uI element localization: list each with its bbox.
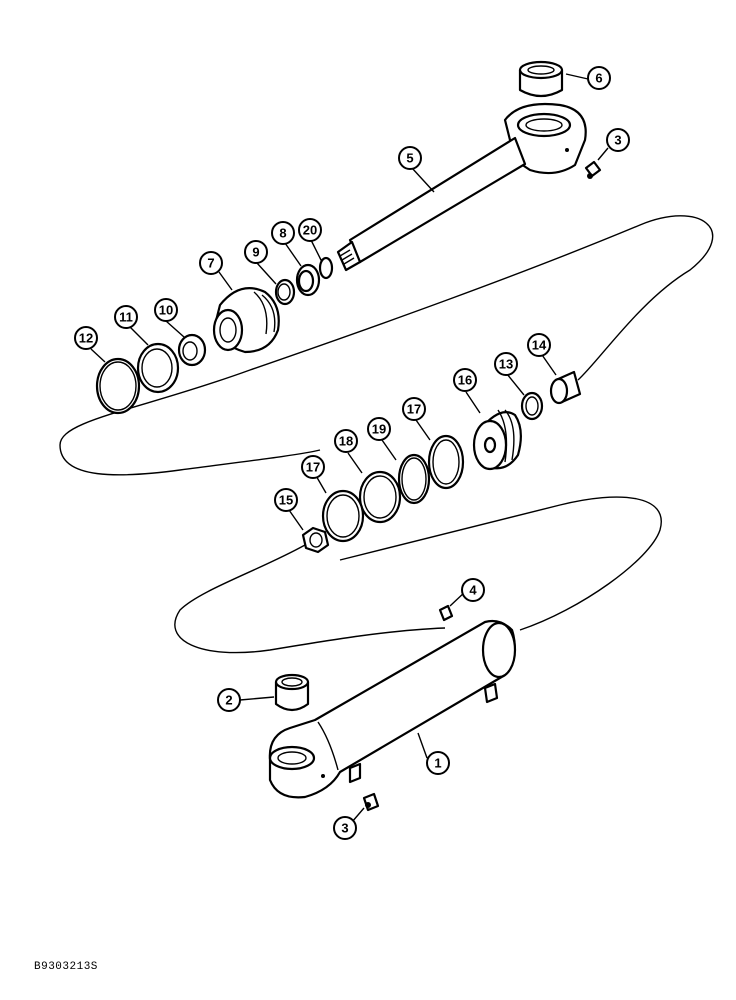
lock-nut-part-15	[301, 526, 330, 554]
svg-text:14: 14	[532, 338, 547, 353]
callout-part-18: 18	[334, 429, 358, 453]
svg-text:6: 6	[595, 71, 602, 86]
svg-text:12: 12	[79, 331, 93, 346]
callout-part-9: 9	[244, 240, 268, 264]
piston-rod-part-5	[336, 102, 587, 272]
svg-text:17: 17	[306, 460, 320, 475]
callout-part-16: 16	[453, 368, 477, 392]
cylinder-barrel-part-1	[268, 619, 517, 799]
backup-ring-part-11	[136, 342, 180, 394]
svg-text:3: 3	[341, 821, 348, 836]
callout-part-4: 4	[461, 578, 485, 602]
spacer-part-14	[549, 370, 582, 405]
seal-ring-part-17-upper	[427, 434, 465, 490]
callout-part-10: 10	[154, 298, 178, 322]
svg-text:3: 3	[614, 133, 621, 148]
callout-part-11: 11	[114, 305, 138, 329]
svg-text:11: 11	[119, 310, 133, 325]
o-ring-part-19	[397, 453, 431, 505]
assembly-guide-line-upper	[59, 215, 714, 476]
callout-part-19: 19	[367, 417, 391, 441]
o-ring-part-13	[520, 391, 544, 421]
svg-text:7: 7	[207, 256, 214, 271]
svg-text:20: 20	[303, 223, 317, 238]
callout-part-6: 6	[587, 66, 611, 90]
callout-part-7: 7	[199, 251, 223, 275]
svg-text:2: 2	[225, 693, 232, 708]
svg-text:13: 13	[499, 357, 513, 372]
svg-text:17: 17	[407, 402, 421, 417]
callout-part-14: 14	[527, 333, 551, 357]
bushing-part-6	[518, 60, 564, 98]
svg-text:5: 5	[406, 151, 413, 166]
svg-text:10: 10	[159, 303, 173, 318]
svg-text:15: 15	[279, 493, 293, 508]
seal-ring-part-18	[358, 470, 402, 524]
piston-part-16	[472, 409, 522, 471]
svg-text:16: 16	[458, 373, 472, 388]
callout-part-3-lower: 3	[333, 816, 357, 840]
svg-text:19: 19	[372, 422, 386, 437]
grease-fitting-part-3-lower	[362, 792, 380, 812]
callout-part-20: 20	[298, 218, 322, 242]
svg-text:18: 18	[339, 434, 353, 449]
callout-part-12: 12	[74, 326, 98, 350]
figure-code: B9303213S	[34, 961, 98, 973]
callout-part-15: 15	[274, 488, 298, 512]
callout-part-3-upper: 3	[606, 128, 630, 152]
gland-part-7	[212, 287, 280, 354]
callout-part-5: 5	[398, 146, 422, 170]
callout-part-2: 2	[217, 688, 241, 712]
bushing-part-2	[274, 673, 310, 712]
o-ring-part-12	[95, 357, 141, 415]
assembly-guide-line-lower	[174, 496, 662, 654]
grease-fitting-part-3-upper	[584, 160, 602, 179]
callout-part-1: 1	[426, 751, 450, 775]
svg-text:8: 8	[279, 226, 286, 241]
o-ring-part-20	[318, 256, 334, 280]
wiper-seal-part-10	[177, 333, 207, 367]
svg-text:9: 9	[252, 245, 259, 260]
svg-text:4: 4	[469, 583, 477, 598]
backup-ring-part-9	[274, 278, 296, 306]
callout-part-13: 13	[494, 352, 518, 376]
wear-ring-part-8	[295, 263, 321, 297]
callout-part-17-lower: 17	[301, 455, 325, 479]
seal-ring-part-17-lower	[321, 489, 365, 543]
callout-part-8: 8	[271, 221, 295, 245]
svg-text:1: 1	[434, 756, 441, 771]
callout-part-17-upper: 17	[402, 397, 426, 421]
grease-fitting-part-4	[438, 604, 454, 622]
